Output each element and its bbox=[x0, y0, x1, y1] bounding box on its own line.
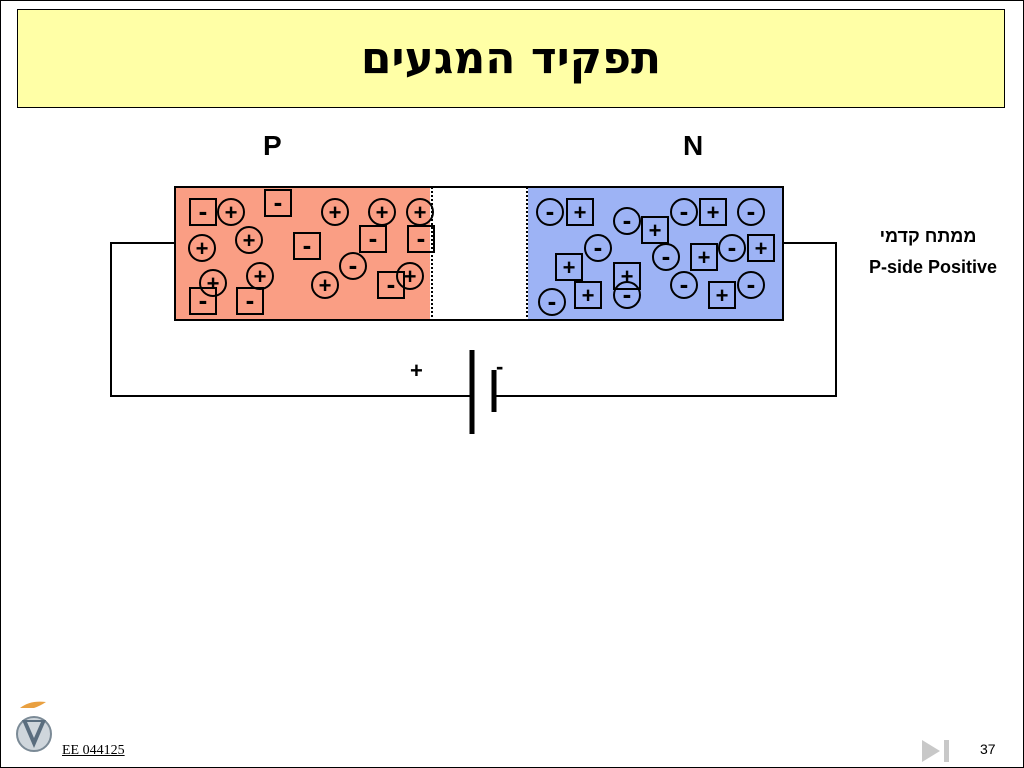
negative-carrier: - bbox=[536, 196, 564, 226]
svg-text:+: + bbox=[319, 273, 332, 298]
charge-carriers: -+-+++++---++-+-+---+--+-+--+-+++--+-+- bbox=[188, 187, 775, 316]
svg-text:-: - bbox=[387, 269, 396, 299]
svg-text:+: + bbox=[196, 236, 209, 261]
positive-ion: + bbox=[699, 198, 727, 226]
positive-ion: + bbox=[555, 253, 583, 281]
positive-ion: + bbox=[690, 243, 718, 271]
slide-title: תפקיד המגעים bbox=[360, 33, 662, 84]
positive-ion: + bbox=[708, 281, 736, 309]
svg-text:-: - bbox=[274, 187, 283, 217]
svg-text:-: - bbox=[548, 286, 557, 316]
positive-ion: + bbox=[747, 234, 775, 262]
negative-carrier: - bbox=[339, 250, 367, 280]
svg-text:+: + bbox=[376, 200, 389, 225]
svg-text:-: - bbox=[417, 223, 426, 253]
negative-ion: - bbox=[236, 285, 264, 315]
battery-symbol bbox=[469, 350, 497, 434]
p-region-label: P bbox=[263, 130, 282, 161]
svg-text:-: - bbox=[728, 232, 737, 262]
svg-text:+: + bbox=[649, 218, 662, 243]
svg-text:+: + bbox=[207, 271, 220, 296]
svg-text:+: + bbox=[716, 283, 729, 308]
course-code-link[interactable]: EE 044125 bbox=[62, 743, 125, 758]
svg-text:-: - bbox=[623, 205, 632, 235]
negative-carrier: - bbox=[538, 286, 566, 316]
forward-bias-note-hebrew: ממתח קדמי bbox=[879, 226, 977, 246]
svg-text:-: - bbox=[246, 285, 255, 315]
svg-text:-: - bbox=[199, 196, 208, 226]
circuit-wires bbox=[110, 242, 837, 397]
positive-ion: + bbox=[641, 216, 669, 244]
institution-logo bbox=[16, 701, 52, 752]
page-number: 37 bbox=[980, 741, 996, 757]
svg-text:-: - bbox=[369, 223, 378, 253]
negative-carrier: - bbox=[737, 269, 765, 299]
svg-text:-: - bbox=[199, 285, 208, 315]
negative-carrier: - bbox=[718, 232, 746, 262]
negative-carrier: - bbox=[652, 241, 680, 271]
svg-text:+: + bbox=[243, 228, 256, 253]
title-box: תפקיד המגעים bbox=[17, 9, 1005, 108]
battery-minus-sign: - bbox=[496, 354, 503, 379]
svg-text:+: + bbox=[698, 245, 711, 270]
svg-text:-: - bbox=[747, 196, 756, 226]
negative-ion: - bbox=[189, 196, 217, 226]
negative-ion: - bbox=[264, 187, 292, 217]
negative-ion: - bbox=[293, 230, 321, 260]
svg-text:-: - bbox=[680, 196, 689, 226]
svg-text:+: + bbox=[404, 264, 417, 289]
forward-bias-note-english: P-side Positive bbox=[868, 257, 998, 277]
svg-text:+: + bbox=[755, 236, 768, 261]
svg-text:+: + bbox=[414, 200, 427, 225]
positive-ion: + bbox=[566, 198, 594, 226]
svg-text:-: - bbox=[303, 230, 312, 260]
svg-text:+: + bbox=[582, 283, 595, 308]
positive-carrier: + bbox=[396, 262, 424, 290]
svg-text:+: + bbox=[329, 200, 342, 225]
svg-text:-: - bbox=[623, 279, 632, 309]
negative-carrier: - bbox=[613, 279, 641, 309]
negative-carrier: - bbox=[670, 269, 698, 299]
semiconductor-outline bbox=[174, 186, 784, 321]
positive-carrier: + bbox=[321, 198, 349, 226]
svg-text:+: + bbox=[574, 200, 587, 225]
svg-text:+: + bbox=[254, 264, 267, 289]
svg-text:+: + bbox=[563, 255, 576, 280]
svg-text:+: + bbox=[225, 200, 238, 225]
svg-text:-: - bbox=[349, 250, 358, 280]
negative-carrier: - bbox=[737, 196, 765, 226]
negative-ion: - bbox=[189, 285, 217, 315]
positive-carrier: + bbox=[235, 226, 263, 254]
positive-carrier: + bbox=[217, 198, 245, 226]
positive-carrier: + bbox=[311, 271, 339, 299]
negative-ion: - bbox=[377, 269, 405, 299]
negative-ion: - bbox=[407, 223, 435, 253]
svg-text:-: - bbox=[747, 269, 756, 299]
svg-text:-: - bbox=[594, 232, 603, 262]
positive-ion: + bbox=[574, 281, 602, 309]
negative-ion: - bbox=[359, 223, 387, 253]
svg-text:-: - bbox=[662, 241, 671, 271]
svg-text:-: - bbox=[680, 269, 689, 299]
negative-carrier: - bbox=[613, 205, 641, 235]
battery-plus-sign: + bbox=[410, 358, 423, 383]
svg-text:-: - bbox=[546, 196, 555, 226]
negative-carrier: - bbox=[584, 232, 612, 262]
n-region-label: N bbox=[683, 130, 704, 161]
next-slide-icon[interactable] bbox=[918, 736, 958, 766]
svg-text:+: + bbox=[707, 200, 720, 225]
positive-carrier: + bbox=[188, 234, 216, 262]
negative-carrier: - bbox=[670, 196, 698, 226]
